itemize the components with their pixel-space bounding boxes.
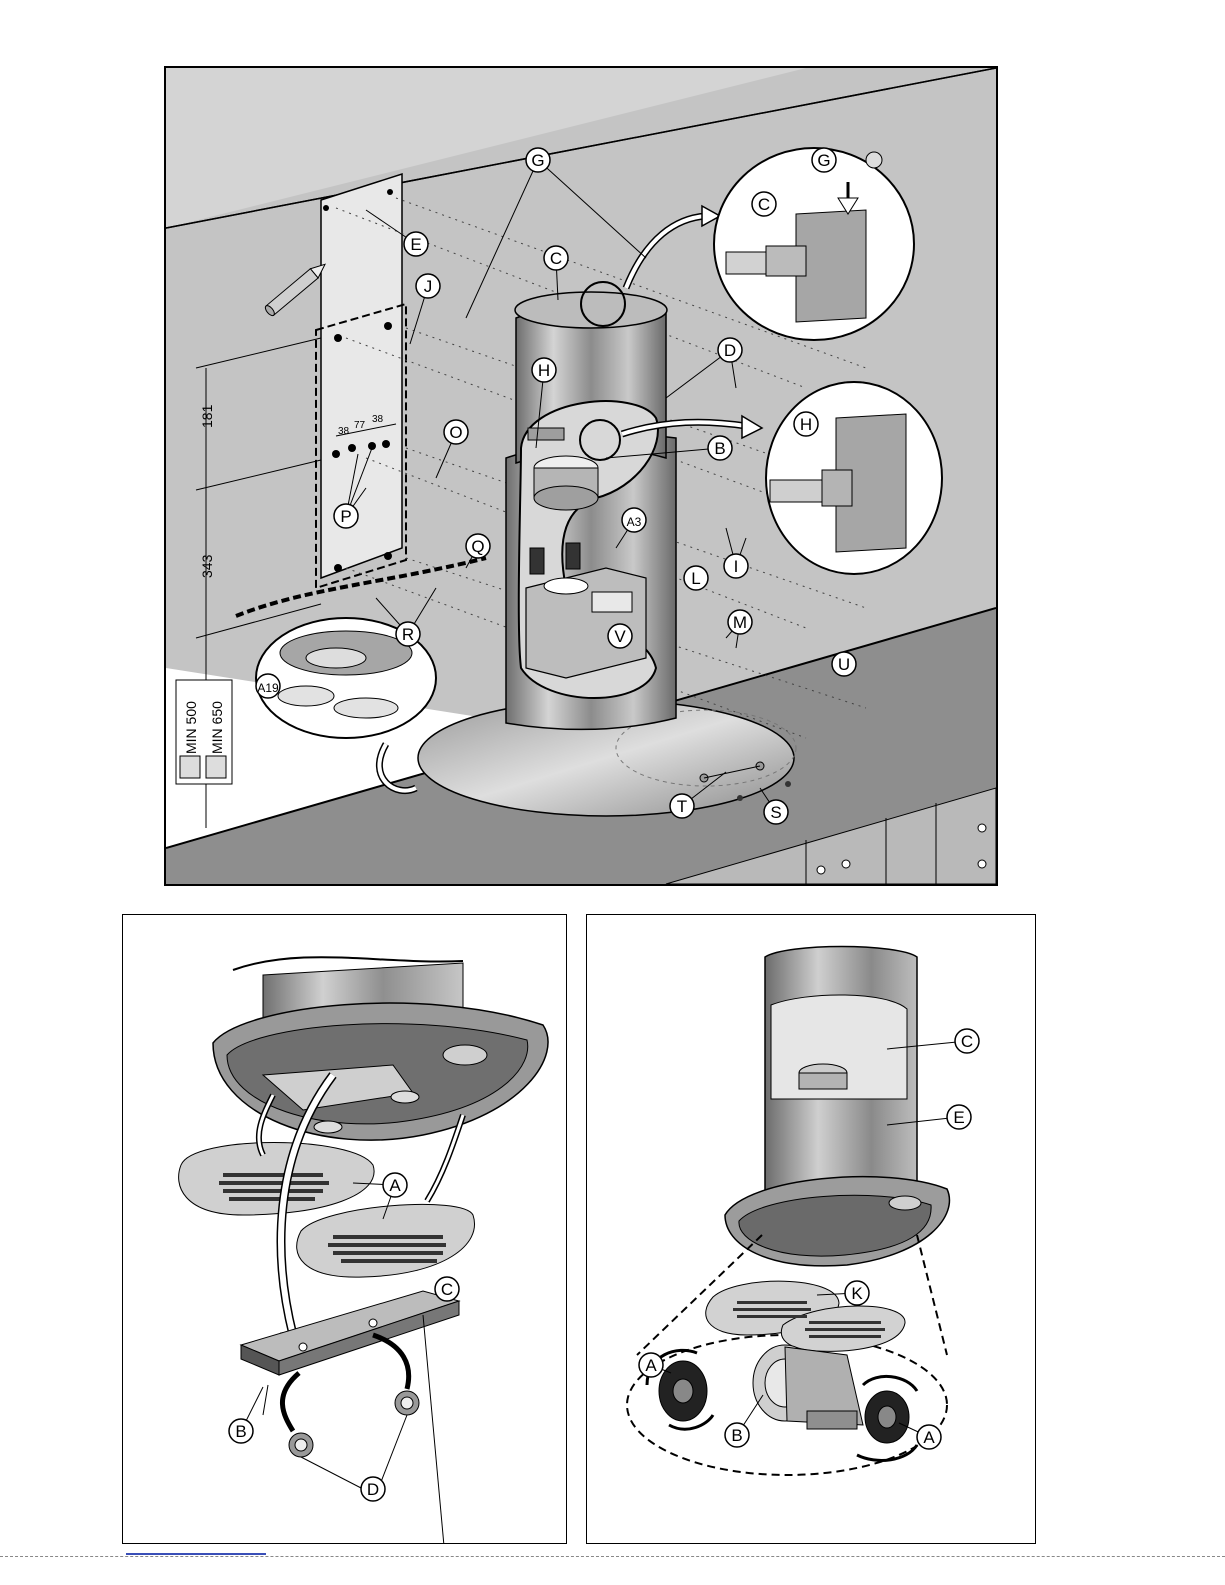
callout-label-r: R	[402, 625, 414, 644]
callout-label-c: C	[441, 1280, 453, 1299]
min-650-label: MIN 650	[209, 701, 225, 754]
callout-label-o: O	[449, 423, 462, 442]
callout-label-k: K	[851, 1284, 863, 1303]
lights-illustration: A C B D	[123, 915, 566, 1543]
callout-label-a3: A3	[627, 515, 642, 529]
callout-label-c: C	[961, 1032, 973, 1051]
callout-label-u: U	[838, 655, 850, 674]
callout-label-d: D	[724, 341, 736, 360]
callout-label-b: B	[731, 1426, 742, 1445]
fan-motor	[753, 1345, 863, 1429]
detail-zoom-h	[766, 382, 942, 574]
callout-label-a: A	[389, 1176, 401, 1195]
carbon-filter-right	[865, 1391, 909, 1443]
callout-label-l: L	[691, 569, 700, 588]
grease-filter-left	[179, 1143, 374, 1216]
callout-label-h: H	[800, 415, 812, 434]
grease-filter-right	[297, 1204, 475, 1277]
callout-label-p: P	[340, 507, 351, 526]
callout-label-v: V	[614, 627, 626, 646]
dimension-77: 77	[354, 420, 366, 431]
callout-label-h: H	[538, 361, 550, 380]
dimension-343: 343	[199, 554, 215, 578]
callout-label-b: B	[235, 1422, 246, 1441]
dimension-38-right: 38	[372, 414, 384, 425]
detail-zoom-g-c	[714, 148, 914, 340]
callout-label-q: Q	[471, 537, 484, 556]
min-clearance-box: MIN 500 MIN 650	[176, 680, 232, 784]
page-footer-underline	[126, 1553, 266, 1555]
carbon-filter-panel: C E K A B A	[586, 914, 1036, 1544]
callout-label-g: G	[817, 151, 830, 170]
callout-label-j: J	[424, 277, 433, 296]
page-footer-rule	[0, 1556, 1225, 1557]
lights-replacement-panel: A C B D	[122, 914, 567, 1544]
callout-label-e: E	[953, 1108, 964, 1127]
light-panel	[241, 1291, 459, 1375]
dimension-38-left: 38	[338, 426, 350, 437]
callout-label-a: A	[645, 1356, 657, 1375]
callout-label-a19: A19	[257, 681, 279, 695]
callout-label-i: I	[734, 557, 739, 576]
callout-label-d: D	[367, 1480, 379, 1499]
ceiling-template	[321, 174, 402, 578]
callout-label-a: A	[923, 1428, 935, 1447]
callout-label-b: B	[714, 439, 725, 458]
filter-illustration: C E K A B A	[587, 915, 1035, 1543]
min-500-label: MIN 500	[183, 701, 199, 754]
callout-label-t: T	[677, 797, 687, 816]
callout-label-m: M	[733, 613, 747, 632]
dimension-181: 181	[199, 404, 215, 428]
installation-illustration: 181 343 38 77 38 MIN 500 MIN 650	[166, 68, 996, 884]
callout-label-s: S	[770, 803, 781, 822]
carbon-filter-left	[659, 1361, 707, 1421]
callout-label-c: C	[550, 249, 562, 268]
callout-label-c: C	[758, 195, 770, 214]
callout-label-g: G	[531, 151, 544, 170]
callout-label-e: E	[410, 235, 421, 254]
installation-diagram-panel: 181 343 38 77 38 MIN 500 MIN 650	[164, 66, 998, 886]
